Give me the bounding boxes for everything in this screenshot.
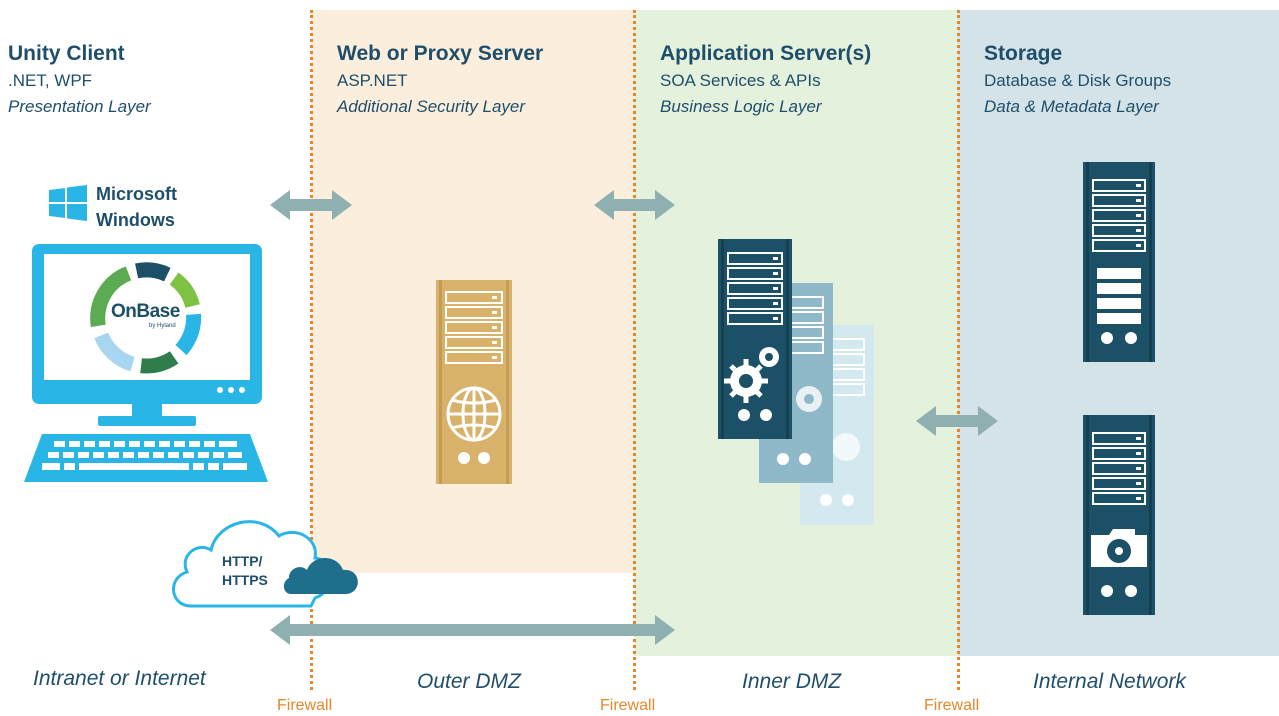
onbase-sub: by Hyland xyxy=(149,323,176,329)
firewall-line-1 xyxy=(310,10,313,690)
onbase-logo-icon xyxy=(90,262,202,374)
client-tech: .NET, WPF xyxy=(8,71,93,90)
zone-label-intranet: Intranet or Internet xyxy=(33,667,206,690)
database-server-icon xyxy=(1083,162,1155,362)
app-title: Application Server(s) xyxy=(660,42,872,65)
zone-label-inner-dmz: Inner DMZ xyxy=(742,670,842,693)
web-tech: ASP.NET xyxy=(337,71,408,90)
client-title: Unity Client xyxy=(8,42,125,65)
web-server-icon xyxy=(436,280,512,484)
cloud-label-2: HTTPS xyxy=(222,572,268,588)
firewall-label-2: Firewall xyxy=(600,697,656,714)
zone-label-internal-network: Internal Network xyxy=(1033,670,1186,693)
storage-layer: Data & Metadata Layer xyxy=(984,97,1159,116)
firewall-label-1: Firewall xyxy=(277,697,333,714)
onbase-brand: OnBase xyxy=(111,301,180,322)
cloud-label-1: HTTP/ xyxy=(222,553,263,569)
app-tech: SOA Services & APIs xyxy=(660,71,821,90)
app-layer: Business Logic Layer xyxy=(660,97,822,116)
storage-tech: Database & Disk Groups xyxy=(984,71,1172,90)
web-title: Web or Proxy Server xyxy=(337,42,544,65)
client-layer: Presentation Layer xyxy=(8,97,151,116)
app-server-front-icon xyxy=(718,239,792,439)
firewall-label-3: Firewall xyxy=(924,697,980,714)
firewall-line-2 xyxy=(633,10,636,690)
zone-label-outer-dmz: Outer DMZ xyxy=(417,670,521,693)
windows-logo-icon xyxy=(49,185,87,221)
disk-server-icon xyxy=(1083,415,1155,615)
web-layer: Additional Security Layer xyxy=(337,97,526,116)
cloud-icon xyxy=(172,520,358,608)
storage-title: Storage xyxy=(984,42,1063,65)
windows-label-1: Microsoft xyxy=(96,184,177,204)
firewall-line-3 xyxy=(957,10,960,690)
windows-label-2: Windows xyxy=(96,210,175,230)
